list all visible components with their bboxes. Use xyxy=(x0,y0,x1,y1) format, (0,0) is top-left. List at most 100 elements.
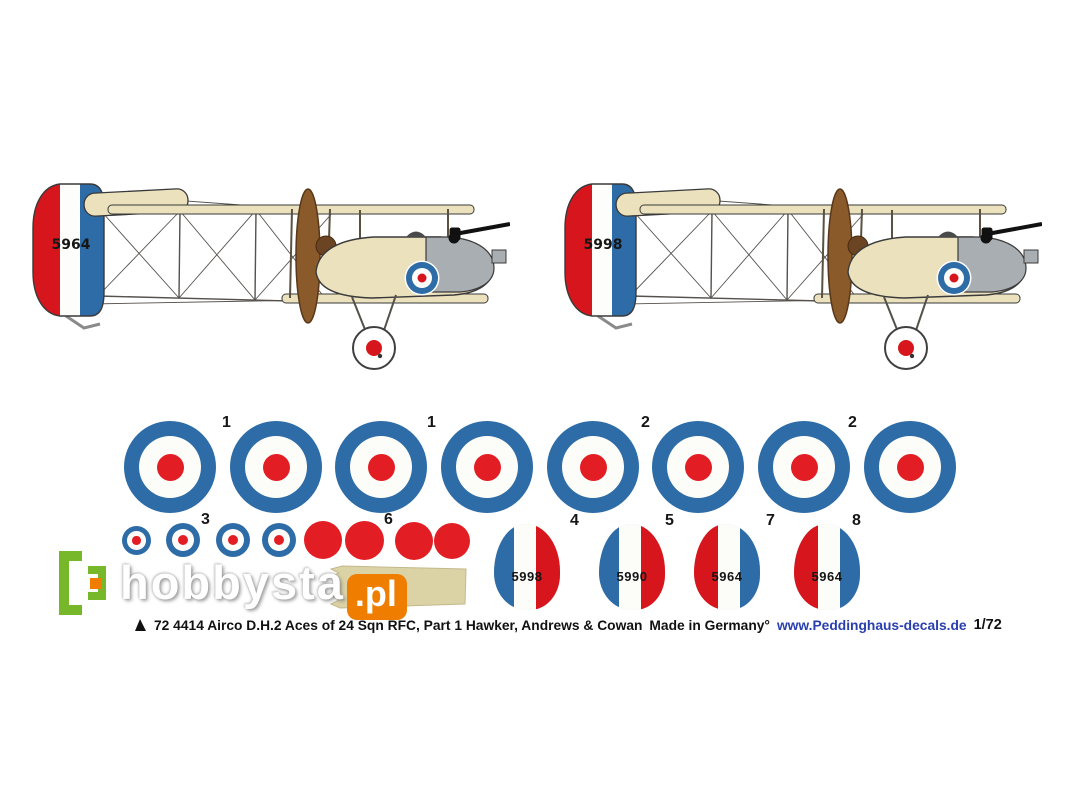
decal-number: 1 xyxy=(222,414,231,431)
stripe-blue xyxy=(494,524,514,610)
wheel xyxy=(352,326,396,370)
roundel-red-center xyxy=(228,535,238,545)
roundel-large xyxy=(864,421,956,513)
rudder-decal-serial: 5990 xyxy=(616,568,648,584)
stripe-blue xyxy=(599,524,619,610)
watermark-hobbysta: hobbysta .pl xyxy=(52,548,407,620)
decal-number: 8 xyxy=(852,512,861,529)
decal-number: 2 xyxy=(848,414,857,431)
roundel-white-ring xyxy=(456,436,518,498)
roundel-red-center xyxy=(790,453,818,481)
hobbysta-logo-icon xyxy=(59,551,106,615)
windscreen xyxy=(938,231,958,237)
propeller xyxy=(827,188,853,324)
roundel-red-center xyxy=(274,535,284,545)
roundel-large xyxy=(124,421,216,513)
decal-number: 3 xyxy=(201,511,210,528)
roundel-small xyxy=(262,523,296,557)
stripe-blue xyxy=(740,524,760,610)
roundel-large xyxy=(758,421,850,513)
tail-skid xyxy=(597,314,633,330)
roundel-large xyxy=(652,421,744,513)
maker-logo-mark-icon xyxy=(135,619,146,631)
sheet-caption: 72 4414 Airco D.H.2 Aces of 24 Sqn RFC, … xyxy=(134,617,1002,633)
red-dot-decal xyxy=(304,521,342,559)
roundel-red-center xyxy=(684,453,712,481)
decal-number: 6 xyxy=(384,511,393,528)
roundel-white-ring xyxy=(127,531,146,550)
rudder-striped: 5998 xyxy=(564,183,637,317)
stripe-white xyxy=(618,524,642,610)
red-dot-decal xyxy=(434,523,470,559)
aircraft-profile-2: 5998 xyxy=(564,183,1042,370)
roundel-white-ring xyxy=(245,436,307,498)
roundel-white-ring xyxy=(268,529,290,551)
caption-website-link[interactable]: www.Peddinghaus-decals.de xyxy=(776,617,967,633)
nose-cowl xyxy=(425,236,495,293)
roundel-white-ring xyxy=(879,436,941,498)
decal-number: 7 xyxy=(766,512,775,529)
rudder-decal-serial: 5964 xyxy=(811,568,843,584)
rudder-striped: 5964 xyxy=(32,183,105,317)
windscreen xyxy=(406,231,426,237)
stripe-blue xyxy=(840,524,860,610)
gun-mount xyxy=(491,249,507,264)
roundel-large xyxy=(230,421,322,513)
roundel-large xyxy=(335,421,427,513)
roundel-small xyxy=(216,523,250,557)
roundel-red-center xyxy=(156,453,184,481)
gun-mount xyxy=(1023,249,1039,264)
decal-number: 4 xyxy=(570,512,579,529)
fuselage-roundel xyxy=(404,260,440,296)
stripe-red xyxy=(794,524,818,610)
roundel-red-center xyxy=(262,453,290,481)
watermark-brand-text: hobbysta xyxy=(120,556,345,609)
roundel-large xyxy=(547,421,639,513)
red-dot-decal xyxy=(345,521,384,560)
aircraft-serial: 5964 xyxy=(52,237,91,253)
roundel-red-center xyxy=(132,536,141,545)
roundel-white-ring xyxy=(667,436,729,498)
wheel xyxy=(884,326,928,370)
stripe-red xyxy=(694,524,718,610)
rudder-decal-serial: 5998 xyxy=(511,568,543,584)
rudder-decal: 5964 xyxy=(794,524,860,610)
machine-gun xyxy=(448,222,510,244)
stripe-white xyxy=(817,524,841,610)
aircraft-profile-1: 5964 xyxy=(32,183,510,370)
roundel-white-ring xyxy=(139,436,201,498)
interplane-struts xyxy=(289,208,449,299)
roundel-white-ring xyxy=(172,529,194,551)
stripe-white xyxy=(717,524,741,610)
rudder-decal: 5990 xyxy=(599,524,665,610)
interplane-struts xyxy=(821,208,981,299)
roundel-small xyxy=(166,523,200,557)
roundel-white-ring xyxy=(773,436,835,498)
stripe-red xyxy=(641,524,665,610)
decal-number: 2 xyxy=(641,414,650,431)
rudder-decal: 5964 xyxy=(694,524,760,610)
roundel-red-center xyxy=(367,453,395,481)
red-dot-decal xyxy=(395,522,433,560)
propeller xyxy=(295,188,321,324)
caption-made-in: Made in Germany° xyxy=(649,617,770,633)
watermark-tld-badge: .pl xyxy=(346,574,407,620)
aircraft-serial: 5998 xyxy=(584,237,623,253)
stripe-white xyxy=(513,524,537,610)
roundel-white-ring xyxy=(222,529,244,551)
decal-number: 5 xyxy=(665,512,674,529)
roundel-red-center xyxy=(896,453,924,481)
roundel-red-center xyxy=(178,535,188,545)
roundel-red-center xyxy=(579,453,607,481)
caption-scale: 1/72 xyxy=(973,617,1002,633)
rudder-decal-serial: 5964 xyxy=(711,568,743,584)
caption-title: 72 4414 Airco D.H.2 Aces of 24 Sqn RFC, … xyxy=(154,617,643,633)
decal-number: 1 xyxy=(427,414,436,431)
roundel-small xyxy=(122,526,151,555)
roundel-large xyxy=(441,421,533,513)
stripe-red xyxy=(536,524,560,610)
roundel-white-ring xyxy=(562,436,624,498)
rudder-decal: 5998 xyxy=(494,524,560,610)
tail-skid xyxy=(65,314,101,330)
